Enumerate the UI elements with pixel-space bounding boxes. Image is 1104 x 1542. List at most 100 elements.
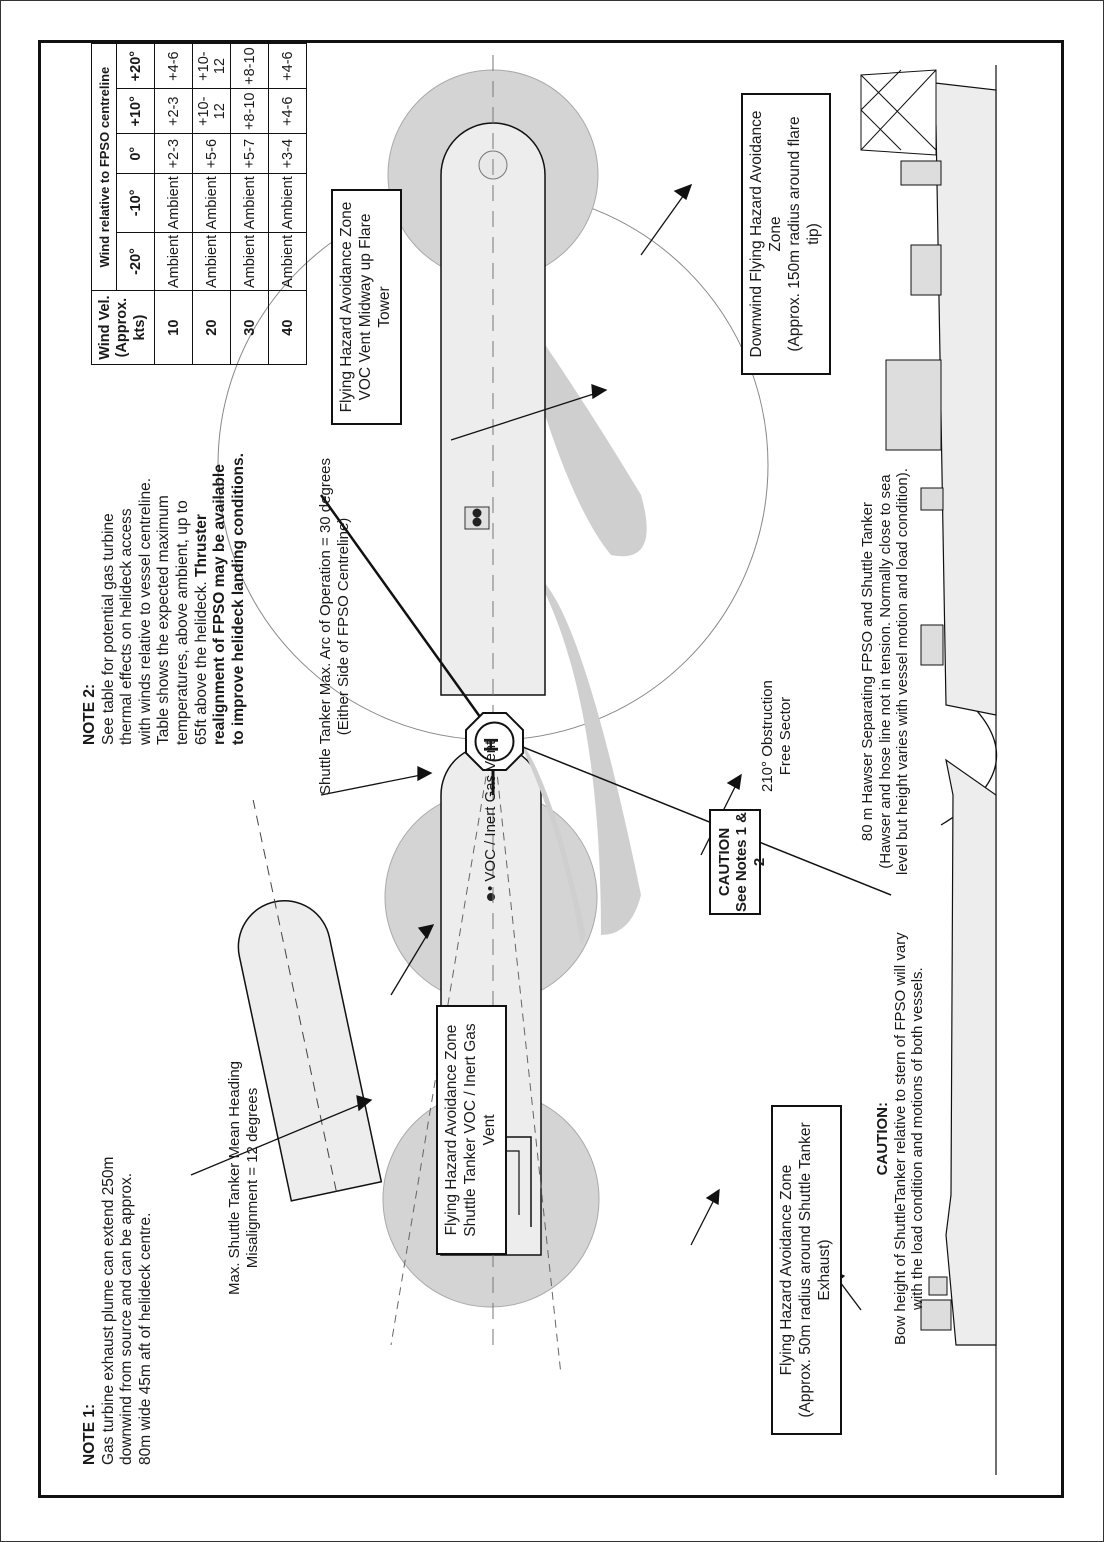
- table-cell: Ambient: [154, 232, 193, 291]
- caution-line: See Notes 1 & 2: [733, 811, 768, 913]
- diagram-frame: [38, 40, 1064, 1498]
- table-row: 30 Ambient Ambient +5-7 +8-10 +8-10: [230, 43, 269, 365]
- note2-line: temperatures, above ambient, up to: [173, 500, 191, 745]
- table-cell: +2-3: [154, 88, 193, 134]
- downwind-zone-line: Downwind Flying Hazard Avoidance Zone: [748, 110, 784, 358]
- table-cell: Ambient: [268, 232, 307, 291]
- table-cell: +5-6: [192, 133, 231, 174]
- misalignment-label: Max. Shuttle Tanker Mean Heading Misalig…: [226, 1061, 261, 1295]
- flare-zone-line: Flying Hazard Avoidance Zone: [338, 201, 355, 413]
- table-group-header: Wind relative to FPSO centreline: [91, 43, 117, 291]
- table-cell-velocity: 40: [268, 290, 307, 365]
- note2-line: with winds relative to vessel centreline…: [136, 477, 154, 745]
- tanker-voc-zone-line: Shuttle Tanker VOC / Inert Gas Vent: [461, 1023, 498, 1237]
- hawser-line: 80 m Hawser Separating FPSO and Shuttle …: [859, 502, 876, 842]
- table-cell: Ambient: [192, 232, 231, 291]
- note2-bold-text: Thruster: [192, 514, 210, 577]
- table-cell: Ambient: [154, 173, 193, 233]
- note2-line: 65ft above the helideck.: [192, 576, 210, 745]
- bottom-caution-heading: CAUTION:: [874, 1102, 891, 1176]
- sector-line-lower: [492, 734, 892, 896]
- downwind-zone-line: (Approx. 150m radius around flare tip): [785, 116, 822, 352]
- caution-line: CAUTION: [716, 827, 733, 897]
- fpso-profile: [860, 69, 997, 716]
- arc-label: Shuttle Tanker Max. Arc of Operation = 3…: [317, 458, 352, 795]
- tanker-voc-zone-line: Flying Hazard Avoidance Zone: [443, 1024, 460, 1236]
- flare-zone-label: Flying Hazard Avoidance Zone VOC Vent Mi…: [331, 189, 402, 425]
- note1-line: 80m wide 45m aft of helideck centre.: [136, 1212, 154, 1465]
- table-cell: Ambient: [230, 232, 269, 291]
- table-header-line: Wind Vel.: [96, 295, 113, 360]
- table-cell-velocity: 20: [192, 290, 231, 365]
- table-cell-velocity: 30: [230, 290, 269, 365]
- table-cell: +8-10: [230, 88, 269, 134]
- obstruction-sector-label: 210° Obstruction Free Sector: [759, 680, 794, 792]
- table-cell: Ambient: [268, 173, 307, 233]
- misaligned-tanker: [237, 799, 383, 1202]
- note2-bold-line: realignment of FPSO may be available: [211, 464, 229, 745]
- arc-line: (Either Side of FPSO Centreline): [334, 517, 352, 736]
- bottom-caution: CAUTION: Bow height of ShuttleTanker rel…: [874, 932, 927, 1345]
- misalignment-line: Misalignment = 12 degrees: [243, 1087, 261, 1269]
- arc-line: Shuttle Tanker Max. Arc of Operation = 3…: [317, 457, 334, 795]
- tanker-voc-zone-label: Flying Hazard Avoidance Zone Shuttle Tan…: [436, 1005, 507, 1255]
- tanker-exhaust-zone-line: Flying Hazard Avoidance Zone: [778, 1164, 795, 1376]
- note2-line: Table shows the expected maximum: [155, 495, 173, 745]
- note1-line: Gas turbine exhaust plume can extend 250…: [99, 1156, 117, 1465]
- hawser-line: (Hawser and hose line not in tension. No…: [876, 474, 894, 869]
- helideck-letter: H: [481, 737, 503, 752]
- table-row: 10 Ambient Ambient +2-3 +2-3 +4-6: [154, 43, 193, 365]
- table-cell: +4-6: [268, 88, 307, 134]
- note1: NOTE 1: Gas turbine exhaust plume can ex…: [81, 1157, 155, 1465]
- hawser-line: level but height varies with vessel moti…: [894, 468, 912, 875]
- table-row: 40 Ambient Ambient +3-4 +4-6 +4-6: [268, 43, 307, 365]
- table-angle-header: +10°: [116, 88, 155, 134]
- table-angle-header: 0°: [116, 133, 155, 174]
- table-cell: +5-7: [230, 133, 269, 174]
- voc-plume-minor: [516, 735, 586, 945]
- table-header-line: (Approx. kts): [114, 297, 148, 358]
- bottom-caution-line: with the load condition and motions of b…: [909, 967, 927, 1311]
- voc-vent-label: • VOC / Inert Gas Vent: [482, 740, 499, 891]
- helideck: [465, 712, 524, 771]
- caution-notes-box: CAUTION See Notes 1 & 2: [709, 809, 768, 915]
- table-cell: +3-4: [268, 133, 307, 174]
- gas-turbine-plume: [536, 575, 641, 935]
- diagram-canvas: NOTE 1: Gas turbine exhaust plume can ex…: [41, 43, 1061, 1495]
- note2-heading: NOTE 2:: [81, 683, 98, 745]
- tanker-exhaust-zone-label: Flying Hazard Avoidance Zone (Approx. 50…: [771, 1105, 842, 1435]
- table-angle-header: +20°: [116, 43, 155, 89]
- table-cell: +4-6: [154, 43, 193, 89]
- note1-heading: NOTE 1:: [81, 1403, 98, 1465]
- wind-temperature-table: Wind Vel. (Approx. kts) Wind relative to…: [91, 43, 307, 365]
- table-angle-header: -10°: [116, 173, 155, 233]
- sector-line: 210° Obstruction: [759, 680, 776, 792]
- flare-zone-line: VOC Vent Midway up Flare Tower: [356, 213, 393, 401]
- table-angle-header: -20°: [116, 232, 155, 291]
- table-cell: +10-12: [192, 88, 231, 134]
- table-row: 20 Ambient Ambient +5-6 +10-12 +10-12: [192, 43, 231, 365]
- sector-line-upper: [319, 494, 495, 736]
- rotated-diagram: NOTE 1: Gas turbine exhaust plume can ex…: [41, 43, 1061, 1495]
- note2-bold-line: to improve helideck landing conditions.: [229, 453, 247, 745]
- note1-line: downwind from source and can be approx.: [118, 1172, 136, 1465]
- bottom-caution-line: Bow height of ShuttleTanker relative to …: [891, 932, 909, 1345]
- table-header-wind-velocity: Wind Vel. (Approx. kts): [91, 290, 155, 365]
- table-cell: +4-6: [268, 43, 307, 89]
- note2-line: thermal effects on helideck access: [118, 508, 136, 745]
- table-cell: +2-3: [154, 133, 193, 174]
- tanker-exhaust-zone-line: (Approx. 50m radius around Shuttle Tanke…: [796, 1122, 833, 1418]
- table-cell-velocity: 10: [154, 290, 193, 365]
- tanker-profile: [920, 758, 997, 1346]
- table-cell: Ambient: [192, 173, 231, 233]
- table-cell: +8-10: [230, 43, 269, 89]
- sector-line: Free Sector: [776, 696, 794, 776]
- note2: NOTE 2: See table for potential gas turb…: [81, 453, 248, 745]
- arc-line-lower: [492, 734, 562, 1376]
- hawser-label: 80 m Hawser Separating FPSO and Shuttle …: [859, 468, 912, 875]
- misalignment-line: Max. Shuttle Tanker Mean Heading: [226, 1060, 243, 1295]
- table-cell: Ambient: [230, 173, 269, 233]
- note2-line: See table for potential gas turbine: [99, 513, 117, 745]
- table-cell: +10-12: [192, 43, 231, 89]
- downwind-zone-label: Downwind Flying Hazard Avoidance Zone (A…: [741, 93, 831, 375]
